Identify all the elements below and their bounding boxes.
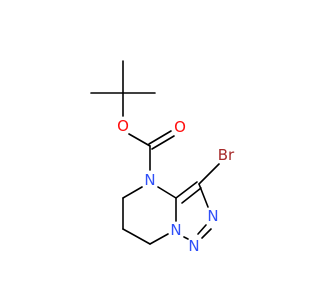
atom-n-bridge: N — [170, 221, 181, 239]
bond-n2-to-n1-a — [197, 224, 207, 235]
bond-c3a-to-c3-a — [175, 181, 198, 199]
bond-c6-to-c7 — [122, 228, 151, 245]
bond-c3a-to-n4 — [157, 186, 177, 199]
bond-carbonyl-double-a — [148, 130, 172, 145]
bond-n4-to-c5 — [122, 186, 143, 199]
bond-c7-to-n-bridge — [149, 233, 169, 245]
bond-carbonyl-double-b — [151, 135, 175, 150]
bond-n1-to-n-bridge — [183, 236, 189, 240]
atom-o-carbonyl: O — [174, 118, 186, 136]
bond-c3-to-br — [198, 163, 220, 185]
structure-drawing: O O N N N N Br — [90, 60, 235, 255]
bond-c3-to-n2 — [198, 183, 209, 208]
atom-o-ether: O — [117, 117, 129, 135]
bond-c3a-to-c3-b — [181, 187, 202, 204]
atom-n2: N — [207, 207, 218, 225]
atom-n1: N — [188, 237, 199, 255]
atom-br: Br — [218, 146, 235, 164]
bond-oxygen-to-carbonyl-carbon — [128, 133, 151, 147]
atom-n4: N — [144, 171, 155, 189]
molecule-canvas: O O N N N N Br — [90, 60, 235, 255]
bond-n2-to-n1-b — [201, 228, 212, 239]
